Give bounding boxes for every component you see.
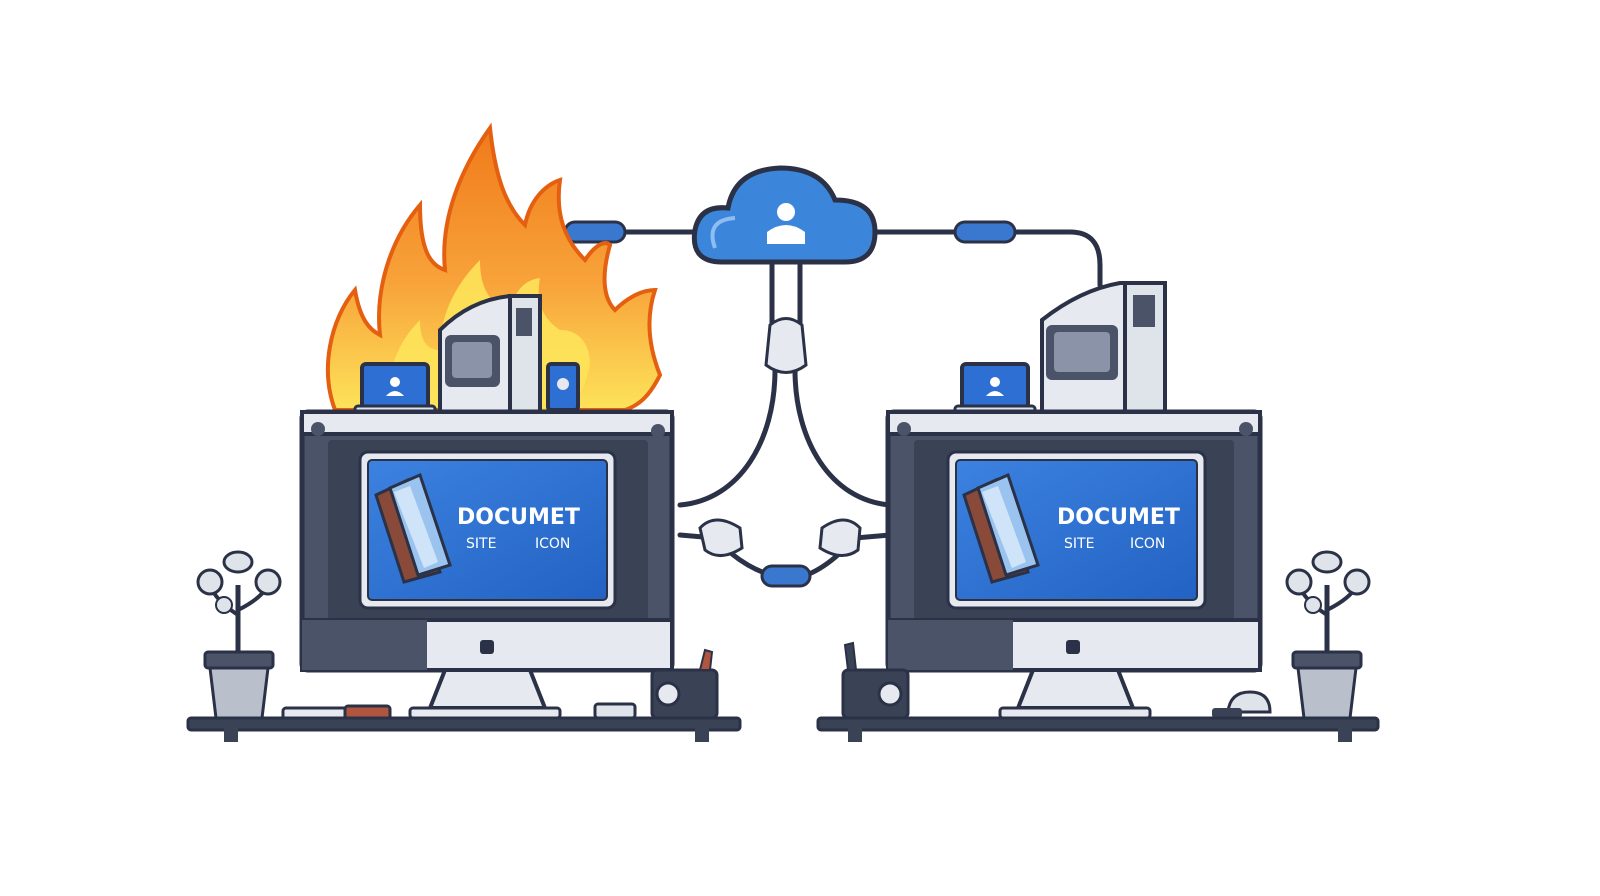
screen-subtitle-icon: ICON — [535, 536, 570, 552]
phone-icon — [546, 362, 580, 412]
tower-computer-icon — [438, 294, 542, 414]
book-icon — [374, 472, 452, 584]
screen-subtitle-site: SITE — [1064, 536, 1094, 552]
left-workstation: DOCUMET SITE ICON — [186, 294, 742, 742]
screen-subtitle-site: SITE — [466, 536, 496, 552]
screen-subtitle-icon: ICON — [1130, 536, 1165, 552]
screen-title: DOCUMET — [457, 505, 580, 530]
book-icon — [962, 472, 1040, 584]
desk-lamp-icon — [196, 550, 282, 720]
laptop-icon — [953, 362, 1037, 415]
laptop-icon — [353, 362, 437, 415]
screen-title: DOCUMET — [1057, 505, 1180, 530]
right-workstation: DOCUMET SITE ICON — [816, 281, 1380, 742]
desk-lamp-icon — [1285, 550, 1371, 720]
tower-computer-icon — [1040, 281, 1167, 414]
mouse-icon — [1212, 690, 1272, 718]
cable-connectors — [563, 220, 1017, 588]
cloud-user-icon — [691, 165, 878, 265]
